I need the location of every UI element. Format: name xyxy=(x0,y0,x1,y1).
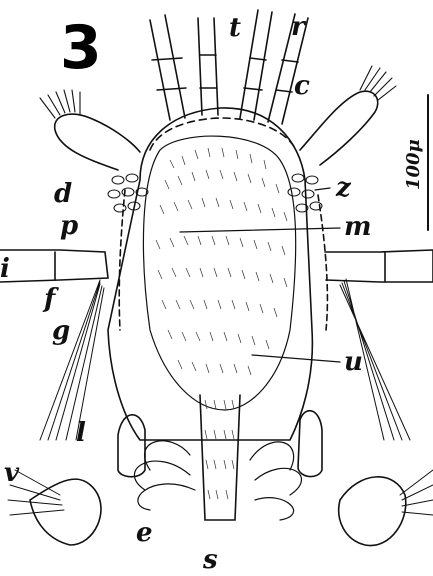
label-z: z xyxy=(336,175,351,201)
label-u: u xyxy=(344,349,363,375)
label-c: c xyxy=(294,73,310,99)
petal-lobes xyxy=(134,441,301,520)
fur-texture xyxy=(156,148,287,499)
arm-c xyxy=(300,91,378,165)
oval-cells-left xyxy=(108,174,148,212)
label-i: i xyxy=(0,256,10,282)
figure-number: 3 xyxy=(60,18,102,78)
label-e: e xyxy=(136,520,153,546)
lower-leg-left xyxy=(118,415,145,477)
label-v: v xyxy=(4,460,19,486)
fur-mass xyxy=(143,136,295,410)
leg-left xyxy=(0,250,108,282)
label-m: m xyxy=(344,214,372,240)
label-f: f xyxy=(44,286,55,312)
label-l: l xyxy=(76,420,86,446)
lower-leg-right xyxy=(298,411,322,477)
bottom-limb-right xyxy=(339,477,406,546)
scale-bar-label: 100μ xyxy=(405,130,425,190)
label-p: p xyxy=(60,213,78,239)
label-s: s xyxy=(203,547,218,573)
trunk xyxy=(200,395,240,520)
body-outline xyxy=(108,108,312,440)
arm-d xyxy=(55,114,140,170)
label-r: r xyxy=(291,14,305,40)
label-g: g xyxy=(52,318,70,344)
leg-right xyxy=(325,250,433,282)
label-t: t xyxy=(229,15,241,41)
leader-lines xyxy=(180,188,340,362)
label-d: d xyxy=(54,181,72,207)
